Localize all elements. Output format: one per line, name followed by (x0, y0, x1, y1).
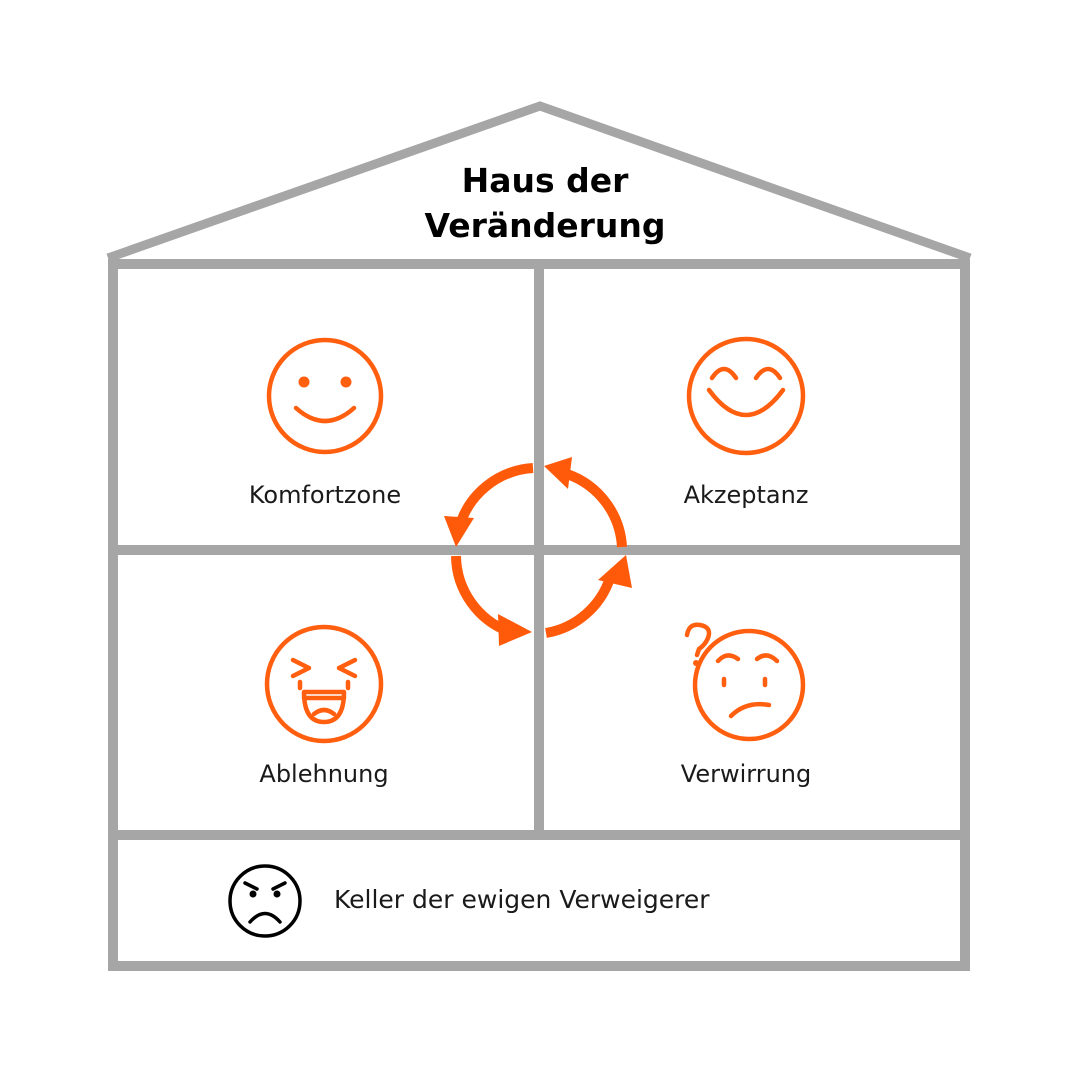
room-ablehnung: Ablehnung (259, 624, 389, 788)
room-label-komfortzone: Komfortzone (249, 481, 401, 509)
confused-face-icon (684, 622, 806, 742)
house-walls (108, 259, 970, 971)
room-akzeptanz: Akzeptanz (684, 336, 809, 509)
house-roof (106, 101, 972, 263)
circular-arrows-icon (444, 457, 632, 646)
smiling-face-icon (266, 337, 384, 455)
room-label-ablehnung: Ablehnung (259, 760, 388, 788)
cellar-label: Keller der ewigen Verweigerer (334, 885, 710, 914)
angry-frowning-face-icon (228, 864, 302, 938)
title-line-1: Haus der (462, 161, 630, 200)
happy-closed-eyes-face-icon (686, 336, 806, 456)
room-label-verwirrung: Verwirrung (681, 760, 811, 788)
cellar-room: Keller der ewigen Verweigerer (228, 864, 710, 938)
title-line-2: Veränderung (424, 206, 665, 245)
room-label-akzeptanz: Akzeptanz (684, 481, 809, 509)
diagram-title: Haus der Veränderung (424, 161, 665, 245)
room-verwirrung: Verwirrung (681, 622, 811, 788)
screaming-face-icon (264, 624, 384, 744)
room-komfortzone: Komfortzone (249, 337, 401, 509)
